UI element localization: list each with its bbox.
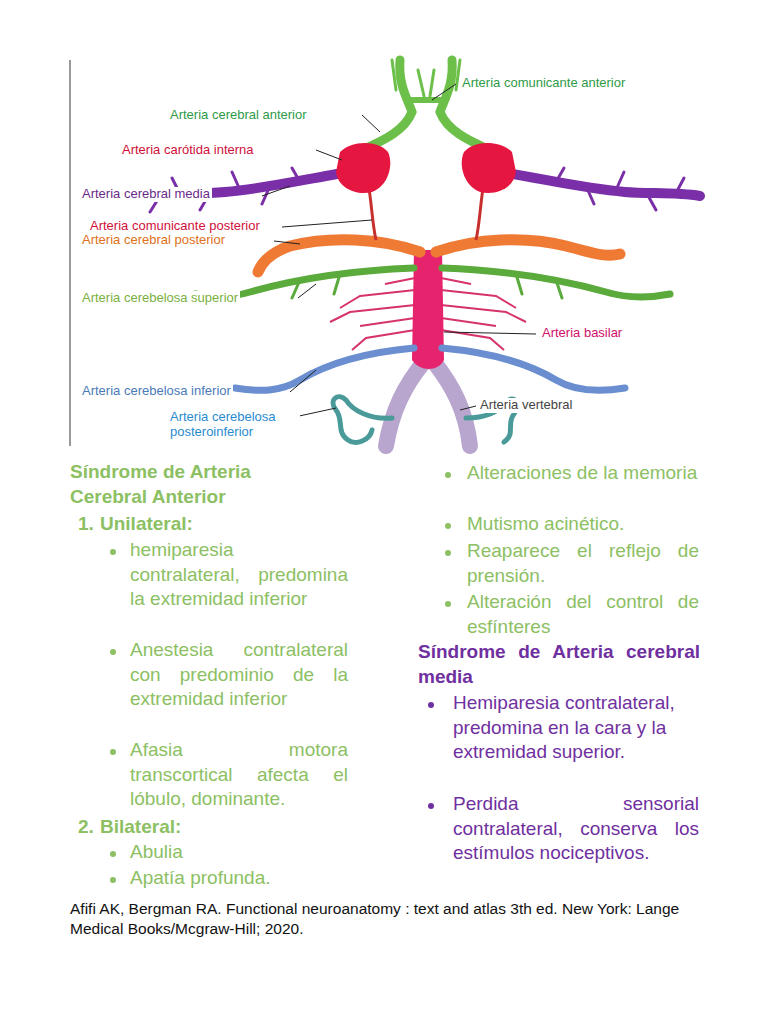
- artery-label: Arteria cerebral anterior: [168, 108, 309, 123]
- bullet: [110, 851, 116, 857]
- artery-label: Arteria cerebelosa posteroinferior: [168, 410, 300, 440]
- bullet: [110, 749, 116, 755]
- middle-cerebral-artery: [150, 168, 700, 212]
- bullet: [428, 803, 434, 809]
- list-item: Apatía profunda.: [130, 866, 348, 891]
- posterior-cerebral-artery: [258, 240, 620, 272]
- illustration-ground: [70, 60, 700, 446]
- panel-edge: [69, 60, 71, 446]
- superior-cerebellar-artery: [195, 268, 670, 298]
- bullet: [110, 549, 116, 555]
- subheading: Unilateral:: [100, 512, 193, 537]
- subheading: Bilateral:: [100, 815, 181, 840]
- bullet: [110, 649, 116, 655]
- anterior-cerebral-artery: [362, 60, 490, 150]
- artery-label: Arteria basilar: [540, 326, 624, 341]
- list-item: Alteraciones de la memoria: [467, 461, 699, 486]
- list-item: Abulia: [130, 840, 348, 865]
- list-item: Anestesia contralateral con predominio d…: [130, 638, 348, 712]
- list-item: Hemiparesia contralateral, predomina en …: [453, 691, 699, 765]
- artery-label: Arteria cerebelosa inferior: [80, 384, 233, 399]
- artery-label: Arteria comunicante posterior: [88, 219, 262, 234]
- artery-label: Arteria cerebelosa superior: [80, 291, 240, 306]
- bullet: [445, 523, 451, 529]
- bullet: [445, 472, 451, 478]
- artery-label: Arteria carótida interna: [120, 143, 256, 158]
- artery-label: Arteria cerebral posterior: [80, 233, 227, 248]
- list-item: Mutismo acinético.: [467, 512, 699, 537]
- posterior-communicating-artery: [368, 182, 484, 240]
- reference-note: Afifi AK, Bergman RA. Functional neuroan…: [70, 899, 700, 939]
- list-number: 2.: [78, 815, 94, 840]
- list-item: Reaparece el reflejo de prensión.: [467, 539, 699, 588]
- artery-label: Arteria comunicante anterior: [460, 76, 627, 91]
- vertebral-artery: [386, 362, 470, 446]
- section-heading: Síndrome de Arteria cerebral media: [418, 640, 700, 689]
- bullet: [445, 550, 451, 556]
- leader-line: [262, 84, 536, 418]
- internal-carotid-artery: [336, 143, 516, 193]
- section-heading: Síndrome de Arteria Cerebral Anterior: [70, 460, 320, 509]
- anterior-inferior-cerebellar-artery: [235, 348, 625, 390]
- list-item: Alteración del control de esfínteres: [467, 590, 699, 639]
- artery-label: Arteria vertebral: [478, 398, 574, 413]
- bullet: [428, 702, 434, 708]
- list-number: 1.: [78, 512, 94, 537]
- list-item: hemiparesia contralateral, predomina la …: [130, 538, 348, 612]
- artery-label: Arteria cerebral media: [80, 187, 212, 202]
- bullet: [110, 877, 116, 883]
- list-item: Perdida sensorial contralateral, conserv…: [453, 792, 699, 866]
- list-item: Afasia motora transcortical afecta el ló…: [130, 738, 348, 812]
- bullet: [445, 601, 451, 607]
